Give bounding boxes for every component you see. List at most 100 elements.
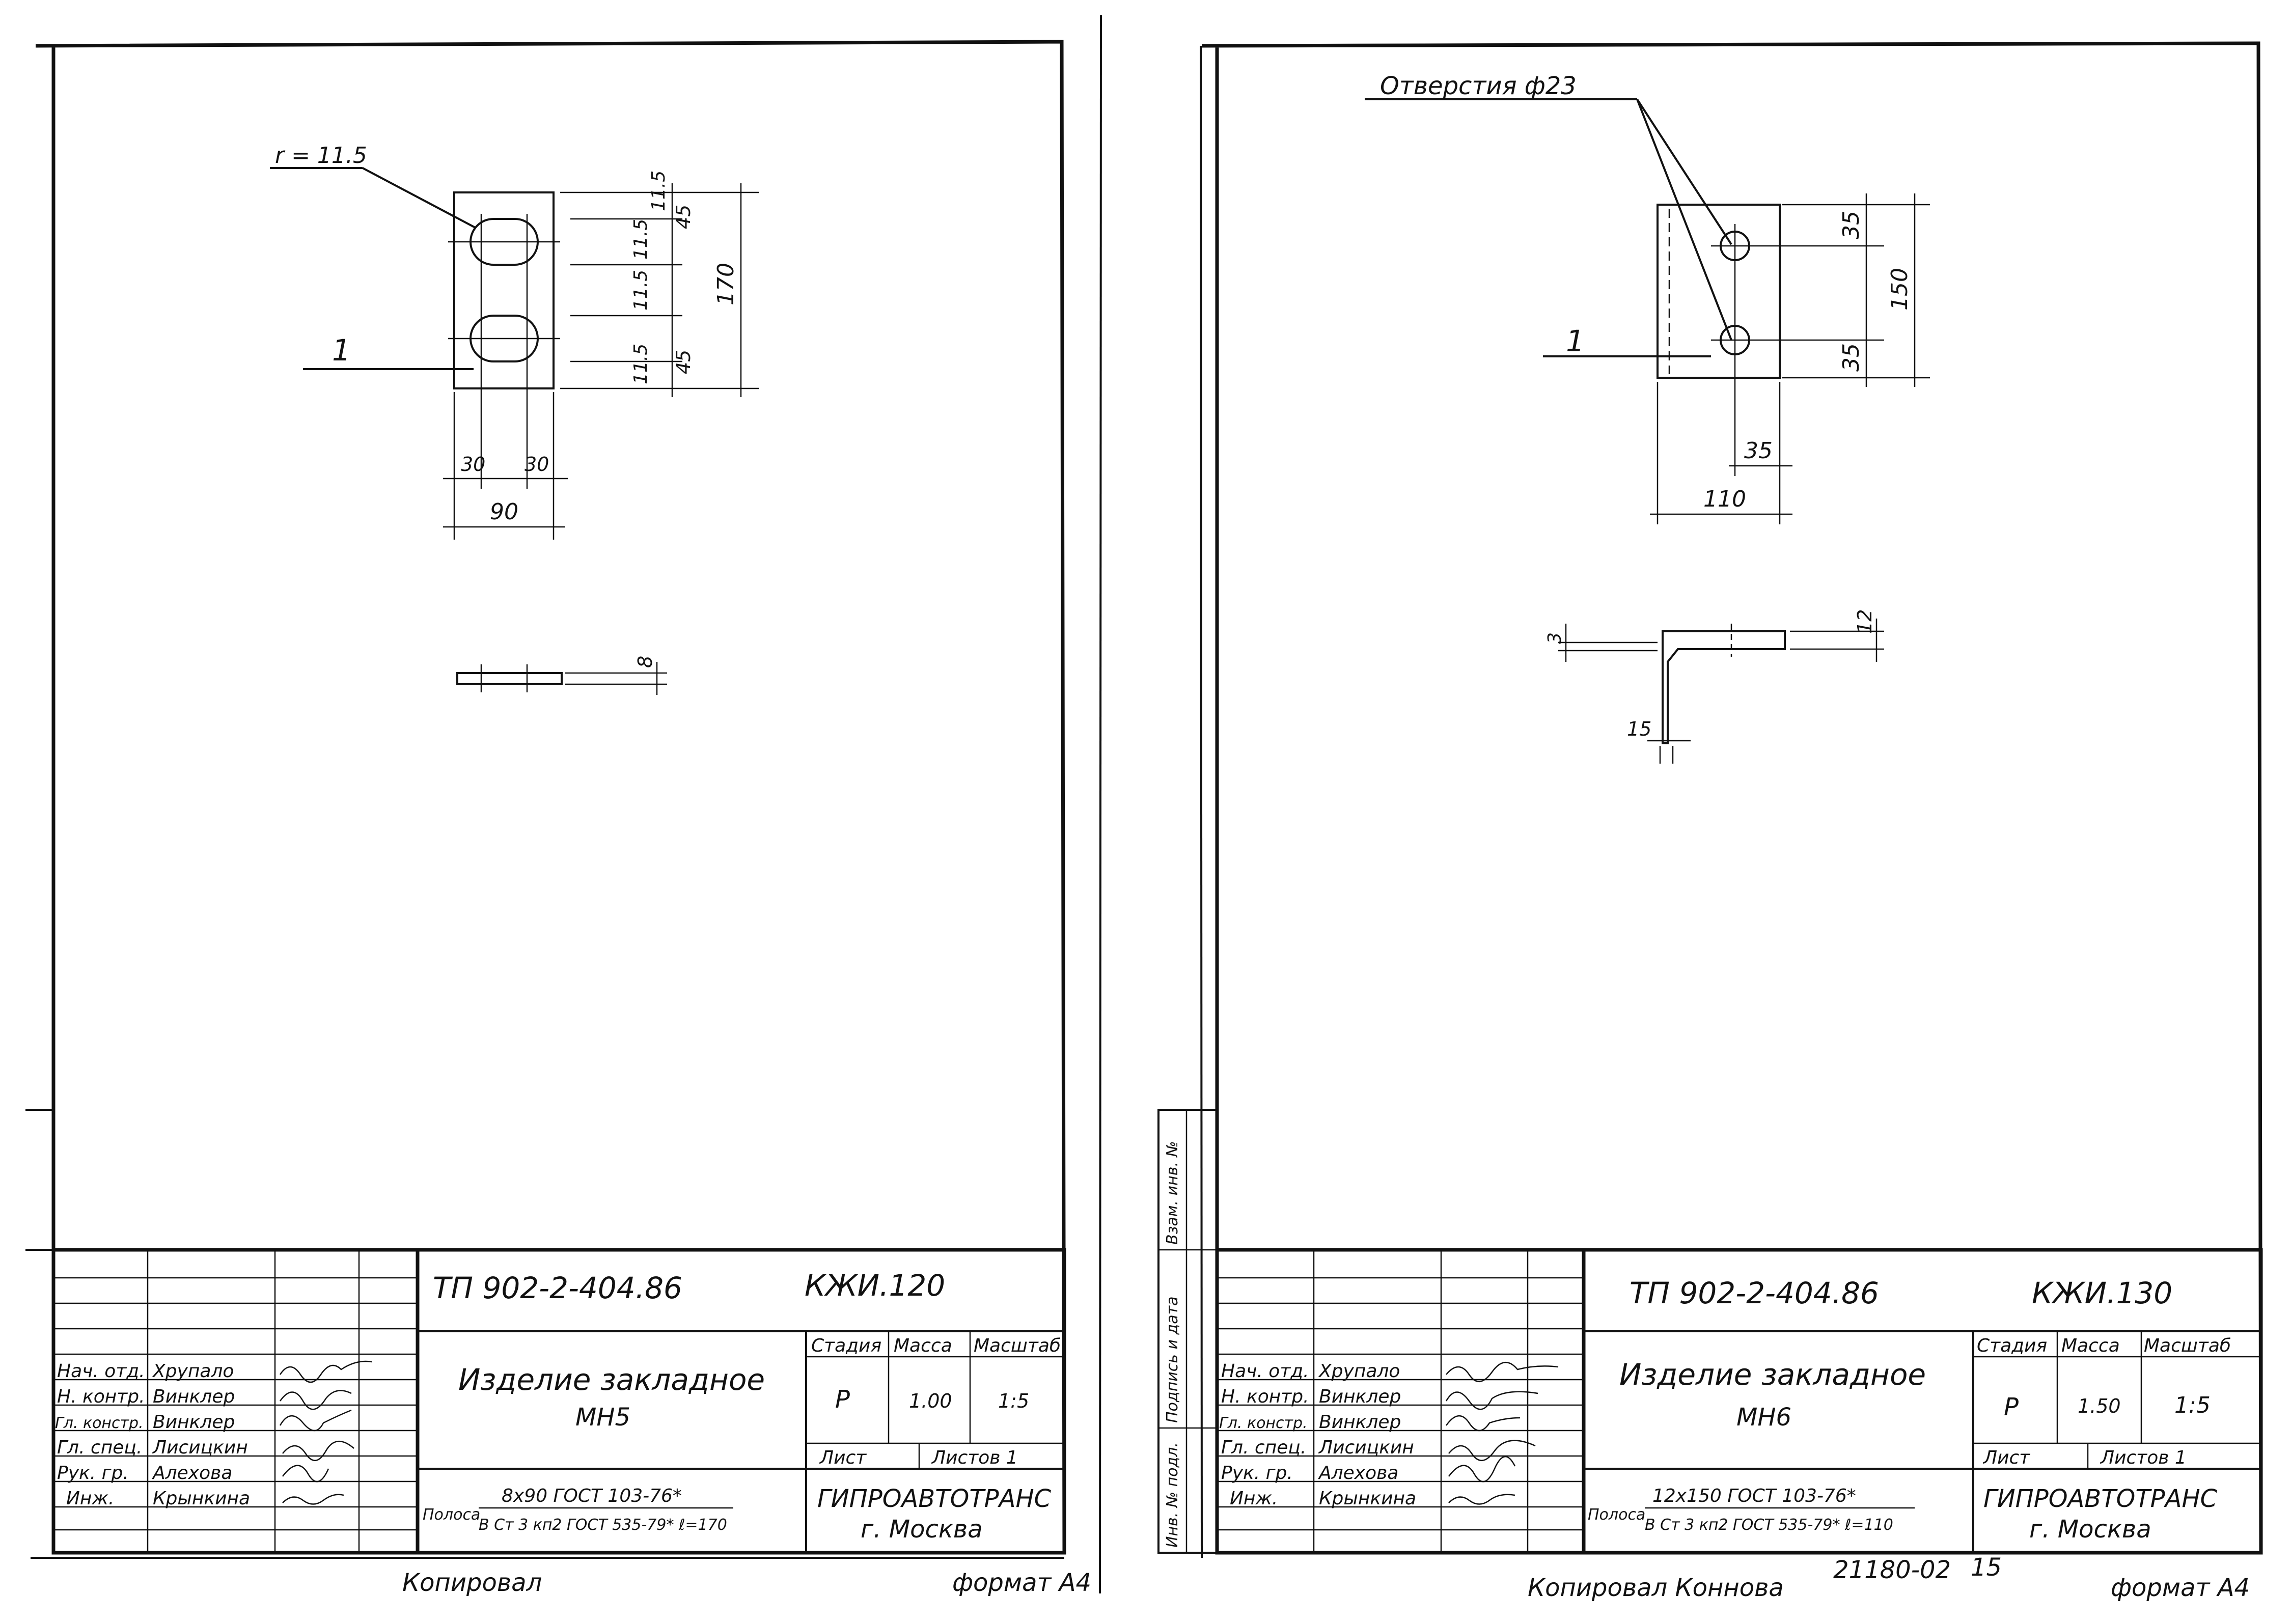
right-sheet-frame [1201,41,2263,1555]
mass-value: 1.50 [2078,1395,2121,1417]
drawing-code: КЖИ.130 [2032,1276,2172,1310]
signatory-role: Рук. гр. [57,1463,129,1483]
signatory-role: Инж. [1230,1488,1278,1509]
part-leader: 1 [1543,324,1711,358]
signatory-role: Инж. [66,1488,114,1509]
stamp-inventory-number: Инв. № подл. [1164,1442,1181,1548]
callout-leader [1636,99,1732,341]
dim-15: 15 [1627,718,1651,740]
stage-header: Стадия [1977,1335,2047,1356]
signatory-role: Гл. спец. [1221,1437,1306,1458]
signature-scribbles [1445,1361,1559,1505]
copied-by: Копировал Коннова [1528,1574,1784,1602]
angle-profile [1662,630,1786,744]
signatory-name: Крынкина [1319,1488,1416,1509]
signature [1448,1440,1536,1462]
dim-110: 110 [1703,486,1746,512]
callout-leader [362,167,477,229]
dim-35: 35 [1838,211,1864,239]
material-prefix: Полоса [1588,1506,1645,1524]
page-number: 15 [1971,1553,2002,1582]
dim-3: 3 [1544,632,1565,644]
plate-section-view: 8 [456,656,667,695]
plate-section [456,672,563,685]
item-mark: МН6 [1736,1403,1791,1432]
signatory-name: Винклер [1319,1386,1401,1407]
mass-value: 1.00 [909,1390,952,1412]
dim-35: 35 [1838,343,1864,372]
scale-header: Масштаб [974,1335,1061,1356]
signature [282,1494,344,1505]
material-grade: В Ст 3 кп2 ГОСТ 535-79* ℓ=110 [1645,1516,1893,1534]
sheets-count: Листов 1 [2100,1447,2187,1468]
vertical-dimensions: 11.5 45 170 11.5 11.5 11.5 45 [560,171,759,397]
left-sheet-frame [35,40,1066,1555]
stage-value: Р [2004,1393,2019,1421]
callout-leader [1636,98,1732,245]
dim-12: 12 [1854,609,1876,634]
plate-plan-view [448,191,560,389]
left-title-block: ТП 902-2-404.86 КЖИ.120 Изделие закладно… [51,1248,1066,1555]
signatory-role: Гл. констр. [1219,1414,1308,1432]
dim-45: 45 [672,205,695,229]
organization: ГИПРОАВТОТРАНС [817,1485,1052,1513]
signatory-name: Винклер [153,1386,235,1407]
scale-header: Масштаб [2144,1335,2231,1356]
drawing-code: КЖИ.120 [805,1268,945,1303]
signatory-role: Н. контр. [1221,1386,1309,1407]
radius-label: r = 11.5 [275,143,367,169]
horizontal-dimensions: 35 110 [1650,367,1792,524]
item-mark: МН5 [575,1403,630,1432]
title-block-frame [51,1248,1066,1555]
material-grade: В Ст 3 кп2 ГОСТ 535-79* ℓ=170 [479,1516,727,1534]
stamp-replacement: Взам. инв. № [1164,1141,1181,1245]
signatory-name: Винклер [1319,1412,1401,1433]
dim-35: 35 [1744,438,1773,464]
mass-header: Масса [2061,1335,2120,1356]
city: г. Москва [2029,1515,2151,1544]
part-number: 1 [332,333,351,368]
copied-by: Копировал [402,1569,542,1597]
signature [279,1360,372,1383]
stamp-signature-date: Подпись и дата [1164,1297,1181,1423]
radius-callout: r = 11.5 [270,143,477,229]
dim-170: 170 [713,263,739,305]
signatory-role: Нач. отд. [57,1361,145,1382]
signature [282,1465,329,1482]
signature [1448,1494,1515,1505]
left-sheet: r = 11.5 1 11.5 45 170 11.5 11.5 11.5 45 [25,15,1102,1597]
signatory-name: Лисицкин [1318,1437,1414,1458]
material-prefix: Полоса [423,1506,480,1524]
dim-30: 30 [461,453,485,475]
project-number: ТП 902-2-404.86 [1630,1276,1879,1310]
signature [1446,1361,1559,1383]
stage-value: Р [835,1385,850,1414]
dim-45: 45 [672,350,695,374]
signatory-name: Хрупало [152,1361,234,1382]
plate-outline [453,191,555,389]
right-sheet: Отверстия ф23 1 35 150 35 [1157,41,2263,1602]
material-profile: 8х90 ГОСТ 103-76* [502,1486,682,1506]
signatory-role: Рук. гр. [1221,1463,1293,1483]
organization: ГИПРОАВТОТРАНС [1983,1485,2218,1513]
signature [279,1409,352,1432]
right-sheet-edge [1200,45,1203,1558]
signature [279,1390,352,1410]
plate-plan-view [1657,204,1884,379]
drawing-name: Изделие закладное [458,1362,765,1397]
signatory-role: Нач. отд. [1221,1361,1309,1382]
project-number: ТП 902-2-404.86 [433,1271,682,1305]
scale-value: 1:5 [2174,1392,2211,1418]
signatory-role: Гл. констр. [55,1414,144,1432]
dim-8: 8 [634,656,656,668]
dim-90: 90 [490,499,518,525]
sheet-label: Лист [1982,1447,2030,1468]
city: г. Москва [861,1515,983,1544]
angle-section-view: 3 12 15 [1544,609,1884,764]
part-leader: 1 [303,333,474,370]
side-stamp: Инв. № подл. Подпись и дата Взам. инв. № [1157,1109,1218,1554]
sheet-format: формат А4 [2111,1574,2250,1602]
signatory-role: Н. контр. [57,1386,145,1407]
dim-11-5: 11.5 [648,171,669,211]
